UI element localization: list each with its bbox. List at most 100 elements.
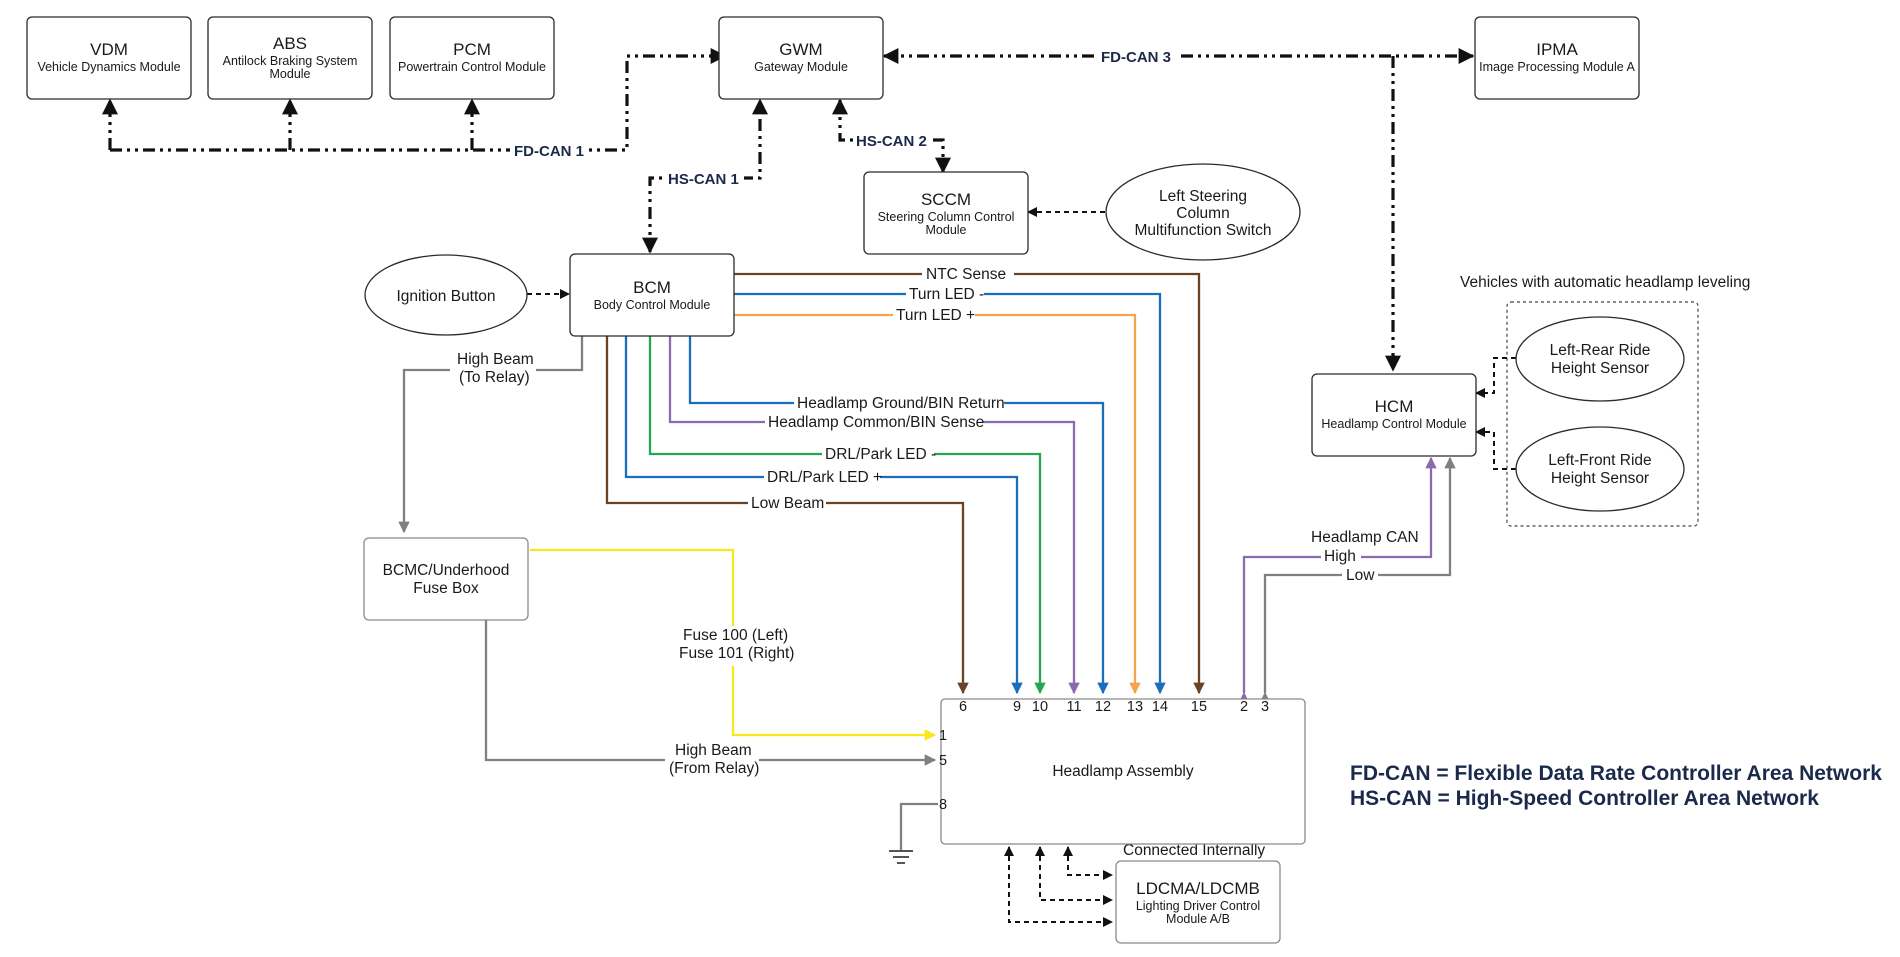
wire-ntc-sense [731, 272, 1205, 695]
pin-14: 14 [1152, 699, 1168, 715]
pins-top: 6 9 10 11 12 13 14 15 2 3 [959, 699, 1269, 715]
ground-symbol-icon [889, 850, 913, 864]
headlamp-assembly-title: Headlamp Assembly [1052, 763, 1194, 780]
pcm-module: PCM Powertrain Control Module [389, 16, 555, 100]
abs-title: ABS [273, 34, 307, 53]
ldcm-link-1 [1063, 846, 1113, 880]
headlamp-can-label: Headlamp CAN [1311, 529, 1419, 546]
pin-11: 11 [1066, 699, 1081, 715]
rear-sensor-line2: Height Sensor [1551, 360, 1649, 377]
sccm-subtitle-2: Module [926, 223, 967, 237]
connected-internally-label: Connected Internally [1123, 842, 1265, 859]
rear-sensor-link [1475, 357, 1516, 398]
pin-6: 6 [959, 699, 967, 715]
bcmc-line1: BCMC/Underhood [383, 562, 510, 579]
fuse-label-line1: Fuse 100 (Left) [683, 627, 788, 644]
hcm-module: HCM Headlamp Control Module [1311, 373, 1477, 457]
pin-1: 1 [939, 728, 947, 744]
can-high-label: High [1324, 548, 1356, 565]
wire-labels: NTC Sense Turn LED - Turn LED + Headlamp… [450, 265, 1419, 859]
bcmc-fuse-box: BCMC/Underhood Fuse Box [363, 537, 529, 621]
steering-switch-line2: Column [1176, 205, 1229, 222]
auto-leveling-label: Vehicles with automatic headlamp levelin… [1460, 274, 1750, 291]
ipma-title: IPMA [1536, 40, 1578, 59]
rear-sensor-line1: Left-Rear Ride [1550, 342, 1651, 359]
legend: FD-CAN = Flexible Data Rate Controller A… [1350, 762, 1882, 810]
steering-switch: Left Steering Column Multifunction Switc… [1105, 163, 1301, 261]
rear-height-sensor: Left-Rear Ride Height Sensor [1515, 316, 1685, 402]
fd-can-1-bus [110, 48, 727, 152]
hs-can-1-line [642, 98, 768, 254]
bcmc-line2: Fuse Box [413, 580, 479, 597]
hcm-subtitle: Headlamp Control Module [1321, 417, 1466, 431]
pcm-title: PCM [453, 40, 491, 59]
hs-can-1-label: HS-CAN 1 [668, 171, 739, 188]
pins-left: 1 5 8 [939, 728, 947, 813]
turn-led-neg-label: Turn LED - [909, 286, 984, 303]
low-beam-label: Low Beam [751, 495, 824, 512]
abs-subtitle-2: Module [270, 67, 311, 81]
gwm-module: GWM Gateway Module [718, 16, 884, 100]
vdm-title: VDM [90, 40, 128, 59]
pin-15: 15 [1191, 699, 1207, 715]
can-low-label: Low [1346, 567, 1375, 584]
pin-12: 12 [1095, 699, 1111, 715]
vdm-module: VDM Vehicle Dynamics Module [26, 16, 192, 100]
pcm-subtitle: Powertrain Control Module [398, 60, 546, 74]
pin-3: 3 [1261, 699, 1269, 715]
pin-8: 8 [939, 797, 947, 813]
gwm-title: GWM [779, 40, 822, 59]
ldcm-link-3 [1004, 846, 1113, 927]
sccm-subtitle-1: Steering Column Control [878, 210, 1015, 224]
pin-9: 9 [1013, 699, 1021, 715]
hs-can-2-label: HS-CAN 2 [856, 133, 927, 150]
front-sensor-line1: Left-Front Ride [1548, 452, 1651, 469]
high-beam-to-relay-line1: High Beam [457, 351, 534, 368]
sccm-title: SCCM [921, 190, 971, 209]
front-sensor-line2: Height Sensor [1551, 470, 1649, 487]
abs-module: ABS Antilock Braking System Module [207, 16, 373, 100]
gwm-subtitle: Gateway Module [754, 60, 848, 74]
ipma-module: IPMA Image Processing Module A [1474, 16, 1640, 100]
ldcm-subtitle-1: Lighting Driver Control [1136, 899, 1260, 913]
auto-leveling-group: Vehicles with automatic headlamp levelin… [1460, 274, 1750, 527]
turn-led-pos-label: Turn LED + [896, 307, 975, 324]
drl-pos-label: DRL/Park LED + [767, 469, 882, 486]
ldcm-title: LDCMA/LDCMB [1136, 879, 1260, 898]
fuse-label-line2: Fuse 101 (Right) [679, 645, 794, 662]
ldcm-module: LDCMA/LDCMB Lighting Driver Control Modu… [1115, 860, 1281, 944]
wire-turn-led-pos [731, 313, 1141, 695]
vdm-subtitle: Vehicle Dynamics Module [37, 60, 180, 74]
ignition-button: Ignition Button [364, 254, 528, 336]
bcm-subtitle: Body Control Module [594, 298, 711, 312]
pin-5: 5 [939, 753, 947, 769]
steering-switch-line1: Left Steering [1159, 188, 1247, 205]
pin-13: 13 [1127, 699, 1143, 715]
headlamp-ground-label: Headlamp Ground/BIN Return [797, 395, 1005, 412]
ipma-subtitle: Image Processing Module A [1479, 60, 1635, 74]
sccm-module: SCCM Steering Column Control Module [863, 171, 1029, 255]
wire-ground [899, 802, 938, 850]
legend-fd-can: FD-CAN = Flexible Data Rate Controller A… [1350, 762, 1882, 785]
front-sensor-link [1475, 427, 1516, 470]
ntc-sense-label: NTC Sense [926, 266, 1006, 283]
headlamp-common-label: Headlamp Common/BIN Sense [768, 414, 984, 431]
bcm-title: BCM [633, 278, 671, 297]
fd-can-1-label: FD-CAN 1 [514, 143, 584, 160]
fd-can-3-label: FD-CAN 3 [1101, 49, 1171, 66]
can-labels: FD-CAN 1 FD-CAN 3 HS-CAN 1 HS-CAN 2 [510, 46, 1176, 188]
abs-subtitle-1: Antilock Braking System [223, 54, 358, 68]
wire-turn-led-neg [731, 292, 1166, 695]
drl-neg-label: DRL/Park LED - [825, 446, 936, 463]
ldcm-subtitle-2: Module A/B [1166, 912, 1230, 926]
ignition-label: Ignition Button [396, 288, 495, 305]
legend-hs-can: HS-CAN = High-Speed Controller Area Netw… [1350, 787, 1819, 810]
pin-2: 2 [1240, 699, 1248, 715]
ldcm-link-2 [1035, 846, 1113, 905]
front-height-sensor: Left-Front Ride Height Sensor [1515, 426, 1685, 512]
wire-high-beam-from-relay [484, 618, 937, 766]
headlamp-assembly: Headlamp Assembly [940, 698, 1306, 845]
high-beam-from-relay-line2: (From Relay) [669, 760, 759, 777]
hcm-title: HCM [1375, 397, 1414, 416]
